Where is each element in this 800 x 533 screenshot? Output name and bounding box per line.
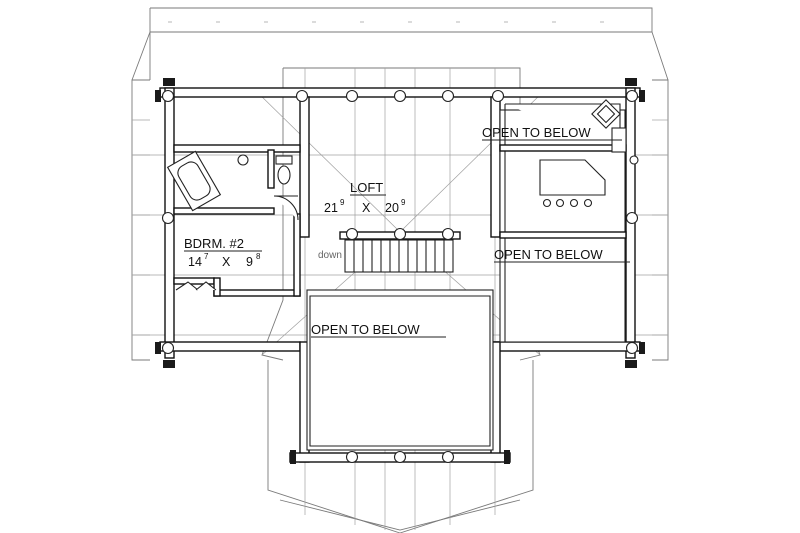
loft-label: LOFT (350, 180, 383, 195)
open-to-below-center: OPEN TO BELOW (311, 322, 420, 337)
label-underlines (184, 139, 630, 338)
toilet-icon (275, 155, 293, 185)
loft-dim-width-inches: 9 (340, 198, 345, 207)
closet-doors (175, 281, 217, 291)
loft-dim-height-inches: 9 (401, 198, 406, 207)
loft-dim-height: 20 (385, 201, 399, 215)
bedroom2-dim-width: 14 (188, 255, 202, 269)
bathtub-icon (166, 150, 222, 212)
bedroom2-dim-x: X (222, 255, 231, 269)
bedroom2-dim-width-inches: 7 (204, 252, 209, 261)
open-to-below-middle-right: OPEN TO BELOW (494, 247, 603, 262)
kitchen (539, 99, 639, 208)
open-to-below-top-right: OPEN TO BELOW (482, 125, 591, 140)
bedroom2-label: BDRM. #2 (184, 236, 244, 251)
corner-sink-icon (591, 99, 621, 129)
bedroom2-dim-height-inches: 8 (256, 252, 261, 261)
stair-direction-label: down (318, 250, 342, 261)
log-posts (155, 78, 645, 464)
stairs: down (318, 239, 454, 273)
loft-dim-width: 21 (324, 201, 338, 215)
room-labels: LOFT 21 9 X 20 9 BDRM. #2 14 7 X 9 8 OPE… (184, 125, 603, 337)
kitchen-island (539, 159, 606, 208)
bedroom2-dim-height: 9 (246, 255, 253, 269)
sink-icon (237, 154, 249, 166)
bathroom (166, 150, 293, 212)
interior-walls (173, 144, 627, 297)
loft-dim-x: X (362, 201, 371, 215)
